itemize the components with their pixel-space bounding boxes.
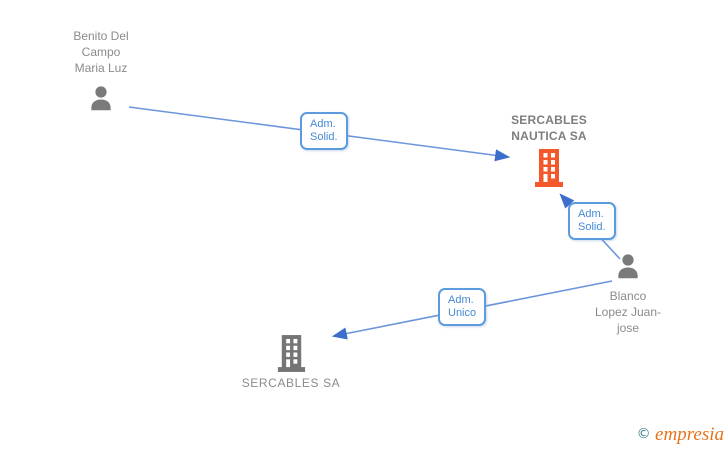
edge-label-line: Solid. (310, 131, 338, 143)
building-icon (535, 149, 563, 187)
edge-label-adm-solid-blanco: Adm. Solid. (568, 202, 616, 240)
building-icon (277, 335, 305, 372)
edge-label-line: Adm. (448, 294, 474, 306)
node-label-line: Maria Luz (74, 61, 128, 75)
node-label-line: Campo (81, 45, 121, 59)
node-company-sercables[interactable]: SERCABLES SA (211, 335, 371, 391)
edge-label-line: Solid. (578, 221, 606, 233)
empresia-logo-text: empresia (655, 424, 724, 445)
edge-label-adm-unico-blanco: Adm. Unico (438, 288, 487, 326)
copyright-symbol: © (636, 426, 651, 442)
edge-label-line: Adm. (310, 118, 336, 130)
node-company-sercables-nautica[interactable]: SERCABLES NAUTICA SA (469, 112, 629, 187)
node-label-line: NAUTICA SA (511, 129, 587, 143)
edge-label-adm-solid-benito: Adm. Solid. (300, 112, 348, 150)
node-person-benito-del-campo[interactable]: Benito Del Campo Maria Luz (41, 28, 161, 114)
empresia-brand-link[interactable]: © empresia (637, 424, 724, 446)
edge-label-line: Adm. (578, 208, 604, 220)
node-label: SERCABLES NAUTICA SA (469, 112, 629, 144)
person-icon (618, 254, 638, 279)
node-label-line: SERCABLES (511, 113, 587, 127)
edge-label-line: Unico (448, 307, 477, 319)
node-label-line: jose (616, 321, 639, 335)
node-label-line: Benito Del (73, 29, 129, 43)
node-label-line: SERCABLES SA (241, 376, 341, 390)
node-label: SERCABLES SA (211, 375, 371, 391)
node-person-blanco-lopez[interactable]: Blanco Lopez Juan- jose (558, 252, 698, 336)
person-icon (91, 86, 111, 111)
node-label-line: Lopez Juan- (594, 305, 662, 319)
node-label-line: Blanco (609, 289, 647, 303)
node-label: Benito Del Campo Maria Luz (41, 28, 161, 76)
node-label: Blanco Lopez Juan- jose (558, 288, 698, 336)
